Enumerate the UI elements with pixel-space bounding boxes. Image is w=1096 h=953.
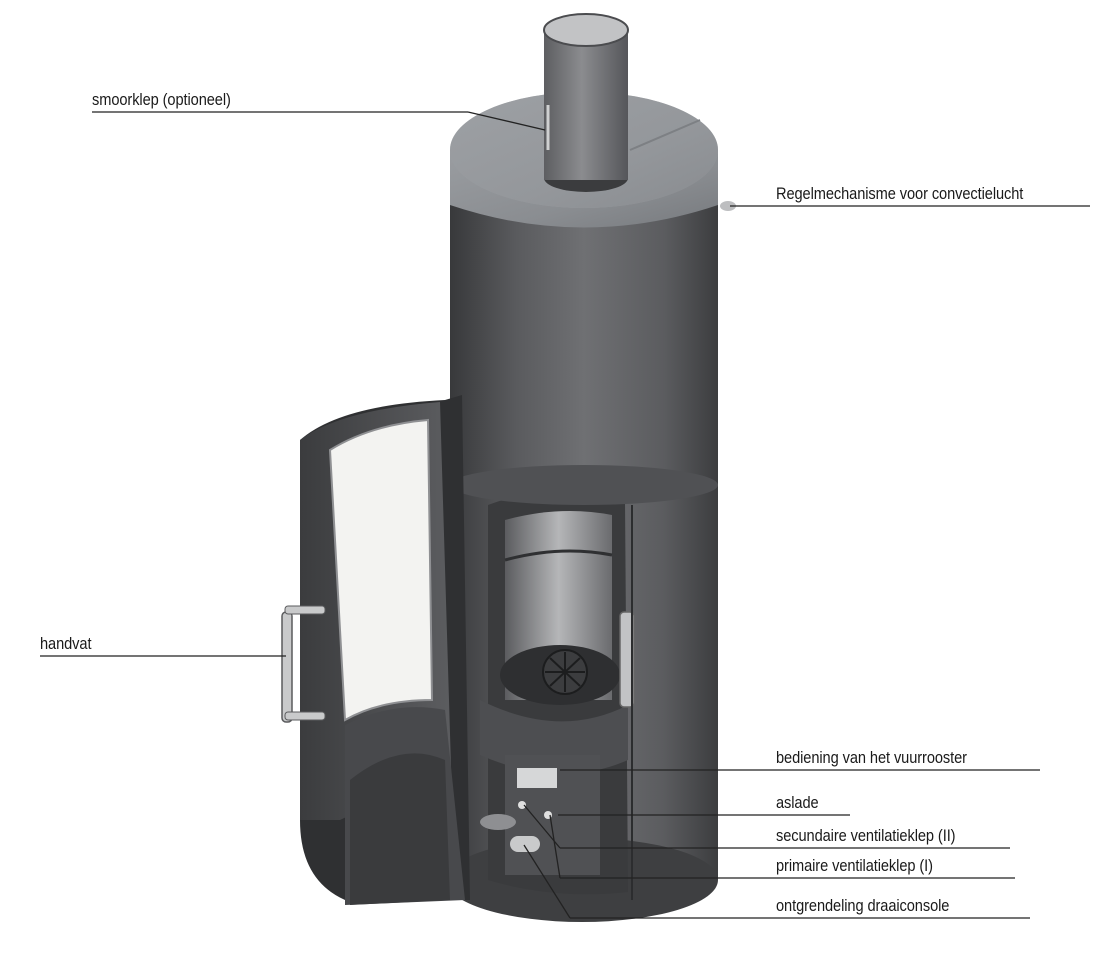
- label-primary-valve: primaire ventilatieklep (I): [776, 856, 933, 875]
- firebox-handle: [619, 611, 635, 708]
- ash-drawer-handle: [517, 768, 557, 788]
- flue-pipe: [543, 13, 629, 192]
- door-handle: [281, 605, 326, 723]
- label-secondary-valve: secundaire ventilatieklep (II): [776, 826, 956, 845]
- swivel-release-lever: [510, 836, 540, 852]
- stove-lower-body: [446, 455, 718, 922]
- label-ash-drawer: aslade: [776, 793, 819, 812]
- open-door: [281, 395, 470, 905]
- label-swivel-release: ontgrendeling draaiconsole: [776, 896, 950, 915]
- grate-icon: [542, 649, 588, 695]
- label-handle: handvat: [40, 634, 92, 653]
- label-smoke-damper: smoorklep (optioneel): [92, 90, 231, 109]
- convection-knob: [720, 201, 736, 211]
- label-convection-control: Regelmechanisme voor convectielucht: [776, 184, 1024, 203]
- leader-lines: [40, 111, 1090, 919]
- label-grate-control: bediening van het vuurrooster: [776, 748, 967, 767]
- door-glass: [328, 418, 434, 722]
